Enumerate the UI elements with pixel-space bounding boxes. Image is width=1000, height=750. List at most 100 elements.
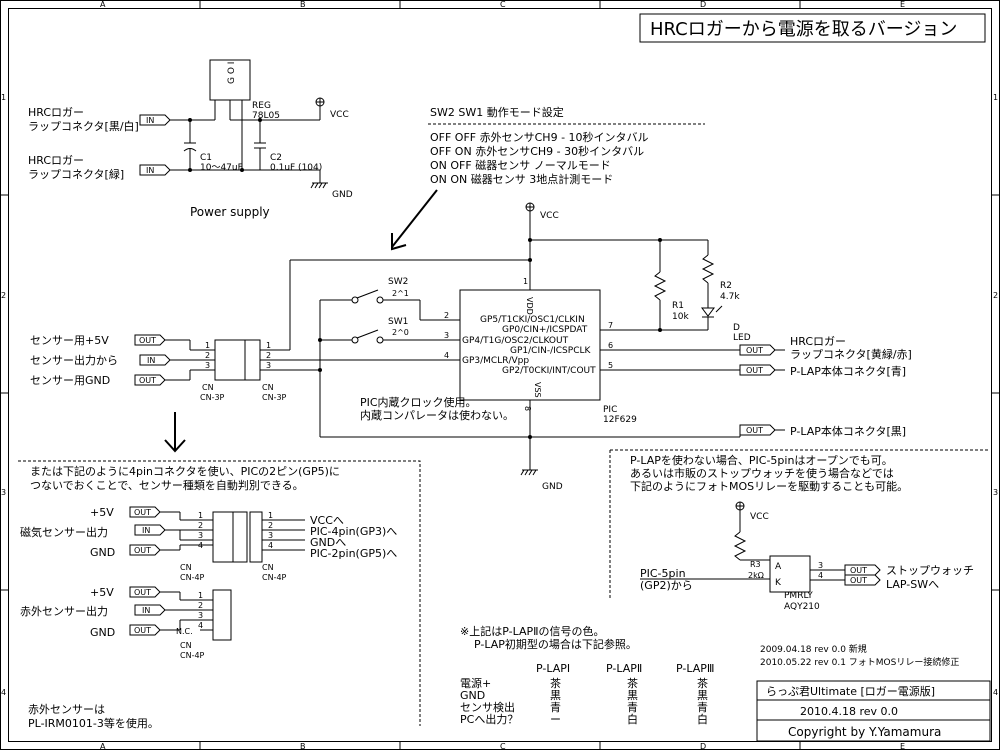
cn4-ir-pin4: 4 bbox=[198, 621, 203, 630]
cn4-r-pin1: 1 bbox=[268, 511, 273, 520]
color-3-2: 黒 bbox=[697, 689, 708, 702]
cn4-l-value: CN-4P bbox=[180, 573, 205, 582]
relay-out-2: OUT bbox=[850, 576, 867, 585]
grid-col-d-bottom: D bbox=[700, 742, 706, 750]
sw1-label: SW1 bbox=[388, 317, 408, 327]
relay-text-2: あるいは市販のストップウォッチを使う場合などでは bbox=[630, 466, 894, 480]
grid-row-4: 4 bbox=[1, 688, 6, 697]
pin-1: 1 bbox=[523, 277, 528, 286]
mode-row-3: ON OFF 磁器センサ ノーマルモード bbox=[430, 159, 611, 172]
out-hrc-label-a: HRCロガー bbox=[790, 335, 846, 348]
alt-vcc-to: VCCへ bbox=[310, 514, 344, 527]
pic-label: PIC bbox=[603, 405, 617, 415]
relay-r-label: R3 bbox=[750, 560, 761, 569]
revision-2: 2010.05.22 rev 0.1 フォトMOSリレー接続修正 bbox=[760, 656, 959, 668]
color-note-2: P-LAP初期型の場合は下記参照。 bbox=[474, 637, 637, 651]
cn4-l-pin3: 3 bbox=[198, 531, 203, 540]
main-circuit: VCC 1 VDD GP5/T1CKI/OSC1/CLKIN GP0/CIN+/… bbox=[30, 202, 912, 492]
pic-pin-gp3: GP3/MCLR/Vpp bbox=[462, 356, 529, 366]
grid-col-b: B bbox=[300, 0, 306, 9]
sw2-label: SW2 bbox=[388, 277, 408, 287]
mode-table: SW2 SW1 動作モード設定 OFF OFF 赤外センサCH9 - 10秒イン… bbox=[428, 105, 705, 186]
cn4-l-pin2: 2 bbox=[198, 521, 203, 530]
color-3-1: 茶 bbox=[697, 677, 708, 690]
grid-row-3-right: 3 bbox=[993, 488, 998, 497]
pic-pin-gp0: GP0/CIN+/ICSPDAT bbox=[502, 325, 588, 335]
pin-2: 2 bbox=[444, 311, 449, 320]
grid-row-2-right: 2 bbox=[993, 291, 998, 300]
alt-pic4: PIC-4pin(GP3)へ bbox=[310, 525, 397, 538]
color-row-label-2: GND bbox=[460, 689, 485, 702]
grid-col-d: D bbox=[700, 0, 706, 9]
cn4-l-label: CN bbox=[180, 563, 192, 572]
grid-row-1: 1 bbox=[1, 93, 6, 102]
mode-row-2: OFF ON 赤外センサCH9 - 30秒インタバル bbox=[430, 144, 644, 158]
pic-value: 12F629 bbox=[603, 415, 637, 425]
alt-out-2: OUT bbox=[134, 546, 151, 555]
cn4-ir-pin3: 3 bbox=[198, 611, 203, 620]
down-arrow-icon bbox=[164, 412, 186, 453]
ir-note-2: PL-IRM0101-3等を使用。 bbox=[28, 716, 159, 730]
cn-label-left: CN bbox=[202, 383, 214, 392]
pic-pin-gp5: GP5/T1CKI/OSC1/CLKIN bbox=[480, 315, 585, 325]
title-block: らっぷ君Ultimate [ロガー電源版] 2010.4.18 rev 0.0 … bbox=[756, 680, 991, 742]
alt-in-1: IN bbox=[142, 526, 150, 535]
out-hrc-label-b: ラップコネクタ[黄緑/赤] bbox=[790, 347, 912, 361]
relay-text-3: 下記のようにフォトMOSリレーを駆動することも可能。 bbox=[630, 479, 908, 493]
alt-mag-label: 磁気センサー出力 bbox=[20, 525, 108, 539]
pin-8: 8 bbox=[523, 406, 532, 411]
grid-col-e: E bbox=[900, 0, 905, 9]
r2-label: R2 bbox=[720, 281, 732, 291]
r2-value: 4.7k bbox=[720, 292, 740, 302]
arrow-icon bbox=[391, 189, 438, 251]
in-port-sensor: IN bbox=[147, 356, 155, 365]
alt-pic2: PIC-2pin(GP5)へ bbox=[310, 547, 397, 560]
alt-text-1: または下記のように4pinコネクタを使い、PICの2ピン(GP5)に bbox=[30, 464, 340, 478]
color-1-2: 黒 bbox=[550, 689, 561, 702]
gnd-label-main: GND bbox=[542, 482, 563, 492]
power-label-2b: ラップコネクタ[緑] bbox=[28, 167, 124, 181]
cn4-l-pin4: 4 bbox=[198, 541, 203, 550]
grid-col-c: C bbox=[500, 0, 506, 9]
color-2-4: 白 bbox=[627, 712, 638, 726]
pin-7: 7 bbox=[608, 321, 613, 330]
relay-to-2: LAP-SWへ bbox=[886, 578, 939, 591]
cn4-ir-value: CN-4P bbox=[180, 651, 205, 660]
vcc-label-power: VCC bbox=[330, 110, 349, 120]
color-row-label-1: 電源+ bbox=[460, 676, 491, 690]
relay-r-value: 2kΩ bbox=[748, 571, 764, 580]
alt-out-1: OUT bbox=[134, 508, 151, 517]
pic-note-1: PIC内蔵クロック使用。 bbox=[360, 395, 477, 409]
grid-col-e-bottom: E bbox=[900, 742, 905, 750]
alt-ir-label: 赤外センサー出力 bbox=[20, 604, 108, 618]
mode-row-4: ON ON 磁器センサ 3地点計測モード bbox=[430, 172, 613, 186]
c2-value: 0.1uF (104) bbox=[270, 163, 322, 173]
sensor-out-label: センサー出力から bbox=[30, 353, 118, 367]
pin-5: 5 bbox=[608, 361, 613, 370]
reg-value: 78L05 bbox=[252, 111, 280, 121]
led-d-label: D bbox=[733, 323, 740, 333]
cn-left-pin-2: 2 bbox=[205, 351, 210, 360]
reg-pins: G O I bbox=[227, 62, 237, 84]
vdd-label: VDD bbox=[525, 297, 534, 315]
relay-vcc: VCC bbox=[750, 512, 769, 522]
title-box: HRCロガーから電源を取るバージョン bbox=[639, 13, 986, 43]
sw2-value: 2^1 bbox=[392, 289, 409, 298]
power-label-2a: HRCロガー bbox=[28, 154, 84, 167]
title-block-name: らっぷ君Ultimate [ロガー電源版] bbox=[766, 684, 935, 698]
power-label-1b: ラップコネクタ[黒/白] bbox=[28, 119, 139, 133]
relay-pin-4: 4 bbox=[818, 571, 823, 580]
color-1-3: 青 bbox=[550, 701, 561, 714]
color-note: ※上記はP-LAPⅡの信号の色。 P-LAP初期型の場合は下記参照。 P-LAP… bbox=[460, 624, 714, 726]
cn-right-pin-1: 1 bbox=[266, 341, 271, 350]
grid-col-a-bottom: A bbox=[100, 742, 106, 750]
color-1-1: 茶 bbox=[550, 677, 561, 690]
relay-to-1: ストップウォッチ bbox=[886, 564, 974, 577]
title-block-copyright: Copyright by Y.Yamamura bbox=[788, 725, 941, 739]
cn4-r-label: CN bbox=[262, 563, 274, 572]
vcc-label-main: VCC bbox=[540, 211, 559, 221]
color-row-label-3: センサ検出 bbox=[460, 700, 515, 714]
gnd-label-power: GND bbox=[332, 190, 353, 200]
page-title: HRCロガーから電源を取るバージョン bbox=[650, 19, 957, 40]
